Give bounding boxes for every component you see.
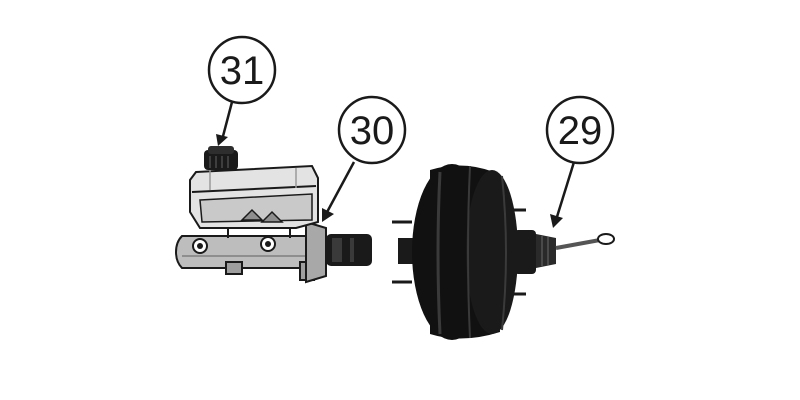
callout-30: 30 xyxy=(322,95,407,222)
master-cylinder-body xyxy=(174,220,372,284)
reservoir-cap xyxy=(204,146,238,170)
fluid-reservoir xyxy=(189,164,319,238)
callout-31: 31 xyxy=(207,35,277,146)
callout-29-label: 29 xyxy=(558,109,603,153)
callout-31-label: 31 xyxy=(220,49,265,93)
master-cylinder-assembly xyxy=(174,146,372,284)
callout-29: 29 xyxy=(545,95,615,228)
callout-30-label: 30 xyxy=(350,109,395,153)
brake-booster xyxy=(392,164,615,340)
